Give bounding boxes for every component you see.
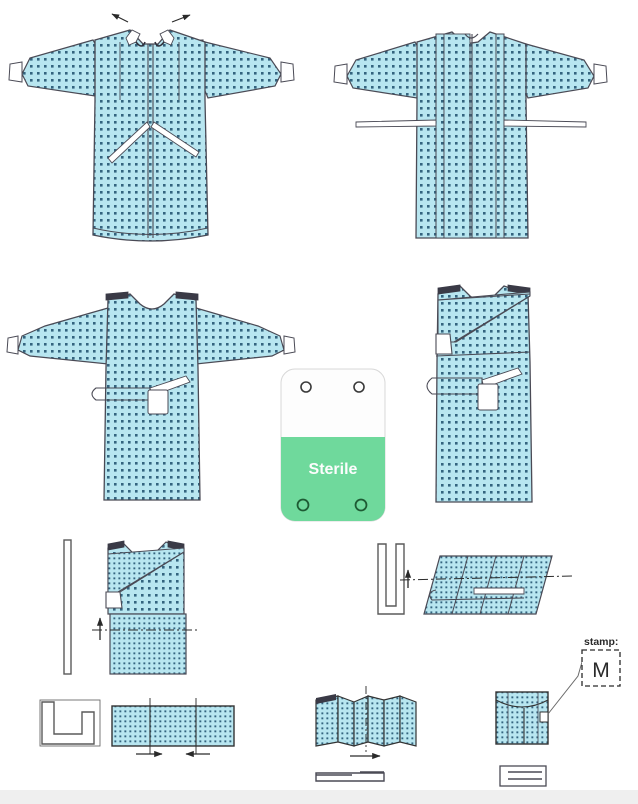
flat-bar-icon xyxy=(315,771,385,782)
sterile-text: Sterile xyxy=(309,461,358,478)
neck-ties xyxy=(125,29,175,47)
step-9-gown-final-package xyxy=(495,661,583,745)
step-3-gown-sides-folded xyxy=(6,291,296,501)
step-6-gown-folded-flat-slanted xyxy=(377,543,573,615)
sterile-label: Sterile xyxy=(280,368,386,522)
step-2-gown-back-panels-folded xyxy=(333,31,608,239)
stacked-bar-icon xyxy=(499,765,547,787)
fold-bar-straight-icon xyxy=(63,539,72,675)
fold-bar-z-icon xyxy=(39,699,101,747)
stamp-leader-line xyxy=(547,661,583,715)
stamp-caption: stamp: xyxy=(584,636,618,648)
stamp-annotation: stamp: M xyxy=(581,636,621,687)
step-1-gown-front-open xyxy=(8,13,295,242)
stamp-letter: M xyxy=(592,659,610,682)
neck-tie-arrows xyxy=(111,13,191,23)
stamp-box xyxy=(581,649,621,687)
step-5-gown-bottom-folded-up xyxy=(63,539,200,675)
bottom-band xyxy=(0,790,638,804)
step-7-gown-trifold-panel xyxy=(39,698,235,758)
step-8-gown-accordion-3d xyxy=(315,686,417,760)
fold-bar-u-icon xyxy=(377,543,405,615)
step-4-gown-sleeves-folded-diagonal xyxy=(426,284,533,503)
